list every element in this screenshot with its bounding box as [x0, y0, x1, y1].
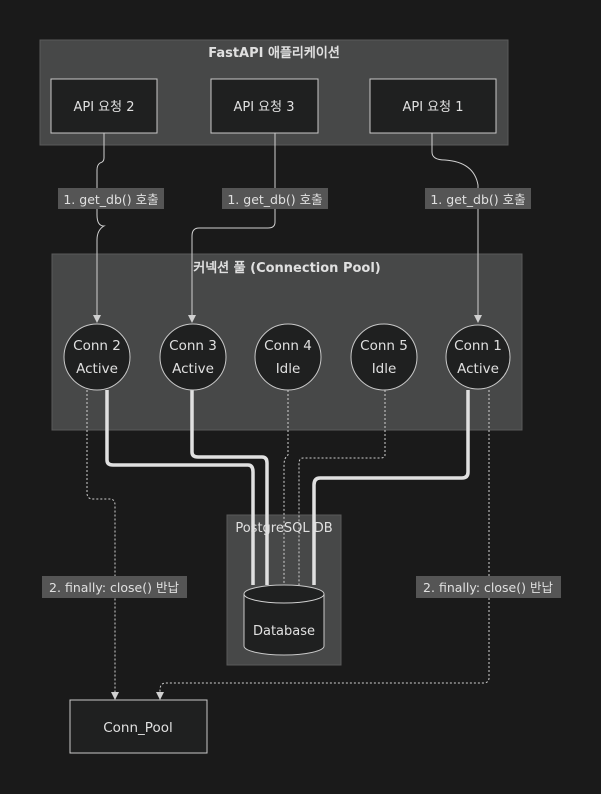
conn-2-node[interactable]: Conn 2 Active — [63, 323, 131, 391]
conn-4-node[interactable]: Conn 4 Idle — [254, 323, 322, 391]
edge-conn1-pool — [156, 390, 490, 700]
edge-req1-conn1 — [431, 133, 482, 323]
close-label-1: 2. finally: close() 반납 — [42, 576, 187, 598]
edge-conn1-db — [312, 390, 470, 585]
edge-conn2-db — [105, 390, 255, 585]
conn-pool-label: Conn_Pool — [103, 720, 172, 736]
svg-text:Idle: Idle — [276, 361, 301, 377]
edge-conn4-db — [283, 390, 289, 585]
api-request-1-label: API 요청 1 — [402, 100, 463, 115]
svg-text:1. get_db() 호출: 1. get_db() 호출 — [430, 192, 525, 207]
svg-text:Conn 3: Conn 3 — [169, 338, 217, 354]
conn-pool-node[interactable]: Conn_Pool — [69, 699, 208, 754]
get-db-label-1: 1. get_db() 호출 — [58, 188, 164, 209]
conn-5-node[interactable]: Conn 5 Idle — [350, 323, 418, 391]
svg-text:Conn 5: Conn 5 — [360, 338, 408, 354]
api-request-3-node[interactable]: API 요청 3 — [210, 78, 319, 134]
svg-text:Active: Active — [457, 361, 499, 377]
svg-text:Active: Active — [172, 361, 214, 377]
svg-text:2. finally: close() 반납: 2. finally: close() 반납 — [49, 580, 179, 595]
close-label-2: 2. finally: close() 반납 — [416, 576, 561, 598]
svg-text:1. get_db() 호출: 1. get_db() 호출 — [227, 192, 322, 207]
database-node[interactable]: Database — [243, 584, 325, 656]
pool-group: 커넥션 풀 (Connection Pool) — [51, 253, 523, 431]
api-request-2-node[interactable]: API 요청 2 — [50, 78, 158, 134]
svg-text:Idle: Idle — [372, 361, 397, 377]
edge-conn2-pool — [86, 390, 119, 700]
edge-conn3-db — [190, 390, 269, 585]
fastapi-group-title: FastAPI 애플리케이션 — [208, 45, 340, 61]
api-request-3-label: API 요청 3 — [233, 100, 294, 115]
api-request-1-node[interactable]: API 요청 1 — [369, 78, 497, 134]
db-group-title: PostgreSQL DB — [235, 521, 332, 536]
svg-text:2. finally: close() 반납: 2. finally: close() 반납 — [423, 580, 553, 595]
edge-req3-conn3 — [188, 133, 276, 323]
get-db-label-2: 1. get_db() 호출 — [222, 188, 328, 209]
svg-text:Conn 1: Conn 1 — [454, 338, 502, 354]
database-label: Database — [253, 624, 315, 639]
get-db-label-3: 1. get_db() 호출 — [425, 188, 531, 209]
svg-text:Conn 4: Conn 4 — [264, 338, 312, 354]
pool-group-title: 커넥션 풀 (Connection Pool) — [193, 261, 381, 276]
svg-text:Active: Active — [76, 361, 118, 377]
conn-1-node[interactable]: Conn 1 Active — [445, 324, 511, 390]
api-request-2-label: API 요청 2 — [73, 100, 134, 115]
svg-text:Conn 2: Conn 2 — [73, 338, 121, 354]
edge-conn5-db — [298, 390, 386, 585]
conn-3-node[interactable]: Conn 3 Active — [159, 323, 227, 391]
svg-text:1. get_db() 호출: 1. get_db() 호출 — [63, 192, 158, 207]
